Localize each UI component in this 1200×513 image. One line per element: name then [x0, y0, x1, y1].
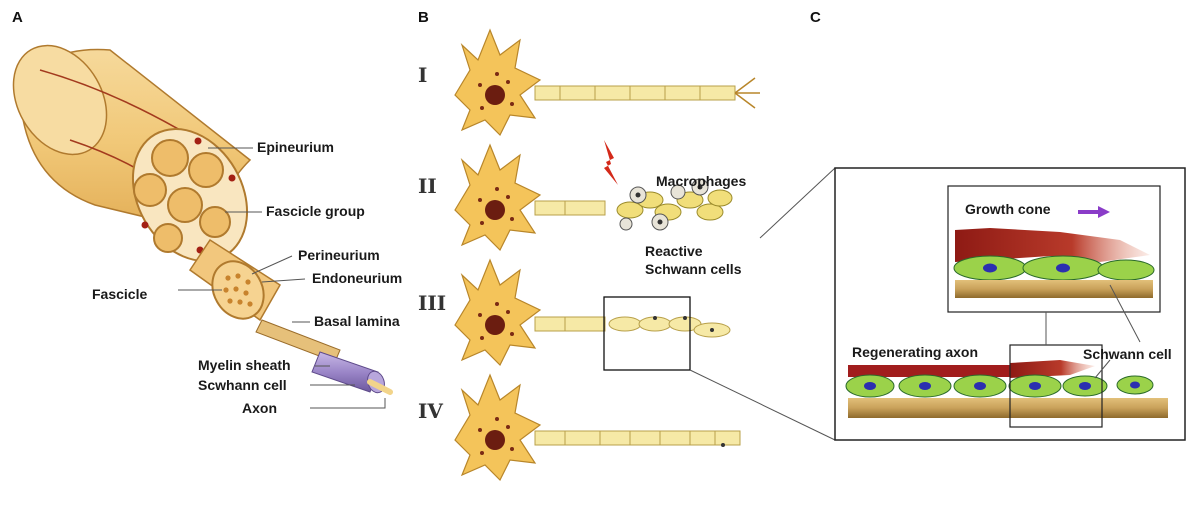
label-schwann-cell-c: Schwann cell	[1083, 346, 1172, 362]
label-fascicle-group: Fascicle group	[266, 203, 365, 219]
label-schwann-cell-a: Scwhann cell	[198, 377, 287, 393]
neuron-nucleus	[485, 315, 505, 335]
neuron-nucleus	[485, 200, 505, 220]
axon-core	[367, 379, 393, 395]
label-myelin-sheath: Myelin sheath	[198, 357, 291, 373]
panel-b-stages: I II III IV	[418, 28, 760, 482]
label-axon: Axon	[242, 400, 277, 416]
zoom-connector-top	[759, 167, 836, 239]
fascicle-group-cluster	[133, 139, 231, 253]
basal-lamina-main	[848, 398, 1168, 418]
label-perineurium: Perineurium	[298, 247, 380, 263]
zoom-connector-bottom	[689, 369, 836, 441]
stage-label-i: I	[418, 63, 427, 87]
label-reactive-2: Schwann cells	[645, 261, 742, 277]
basal-lamina-inset	[955, 280, 1153, 298]
stage-label-iv: IV	[418, 399, 443, 423]
neuron-nucleus	[485, 430, 505, 450]
schwann-cells-main	[845, 374, 1154, 398]
neuron-body	[454, 28, 542, 137]
neuron-body	[454, 258, 542, 367]
label-macrophages: Macrophages	[656, 173, 746, 189]
schwann-cells-inset	[953, 255, 1155, 281]
nerve-cylinder-end	[12, 44, 108, 156]
panel-c-regeneration-detail: Growth cone Schwann cell Regenerating ax…	[834, 167, 1186, 441]
stage-label-ii: II	[418, 174, 437, 198]
growth-cone-shape	[955, 228, 1150, 262]
label-fascicle: Fascicle	[92, 286, 147, 302]
stage-label-iii: III	[418, 291, 446, 315]
neuron-body	[454, 143, 542, 252]
panel-letter-c: C	[810, 9, 821, 26]
macrophage-cluster	[616, 178, 733, 231]
zoom-box-c	[1009, 344, 1103, 428]
axon-stage-ii	[534, 140, 733, 231]
label-reactive-1: Reactive	[645, 243, 703, 259]
regenerating-axon-bar	[848, 365, 1028, 377]
panel-letter-b: B	[418, 9, 429, 26]
panel-letter-a: A	[12, 9, 23, 26]
injury-bolt-icon	[604, 140, 618, 185]
axon-stage-iv	[534, 430, 741, 447]
myelin-sheath-layer	[311, 351, 379, 393]
neuron-body	[454, 373, 542, 482]
neuron-nucleus	[485, 85, 505, 105]
zoom-box-b	[603, 296, 691, 371]
label-basal-lamina: Basal lamina	[314, 313, 400, 329]
panel-a-nerve-anatomy: Epineurium Fascicle group Perineurium En…	[12, 44, 402, 416]
label-endoneurium: Endoneurium	[312, 270, 402, 286]
label-regenerating-axon: Regenerating axon	[852, 344, 978, 360]
label-growth-cone: Growth cone	[965, 201, 1051, 217]
regenerating-axon-tip	[1010, 360, 1095, 378]
label-epineurium: Epineurium	[257, 139, 334, 155]
axon-stage-iii	[534, 296, 731, 371]
axon-stage-i	[534, 77, 760, 109]
